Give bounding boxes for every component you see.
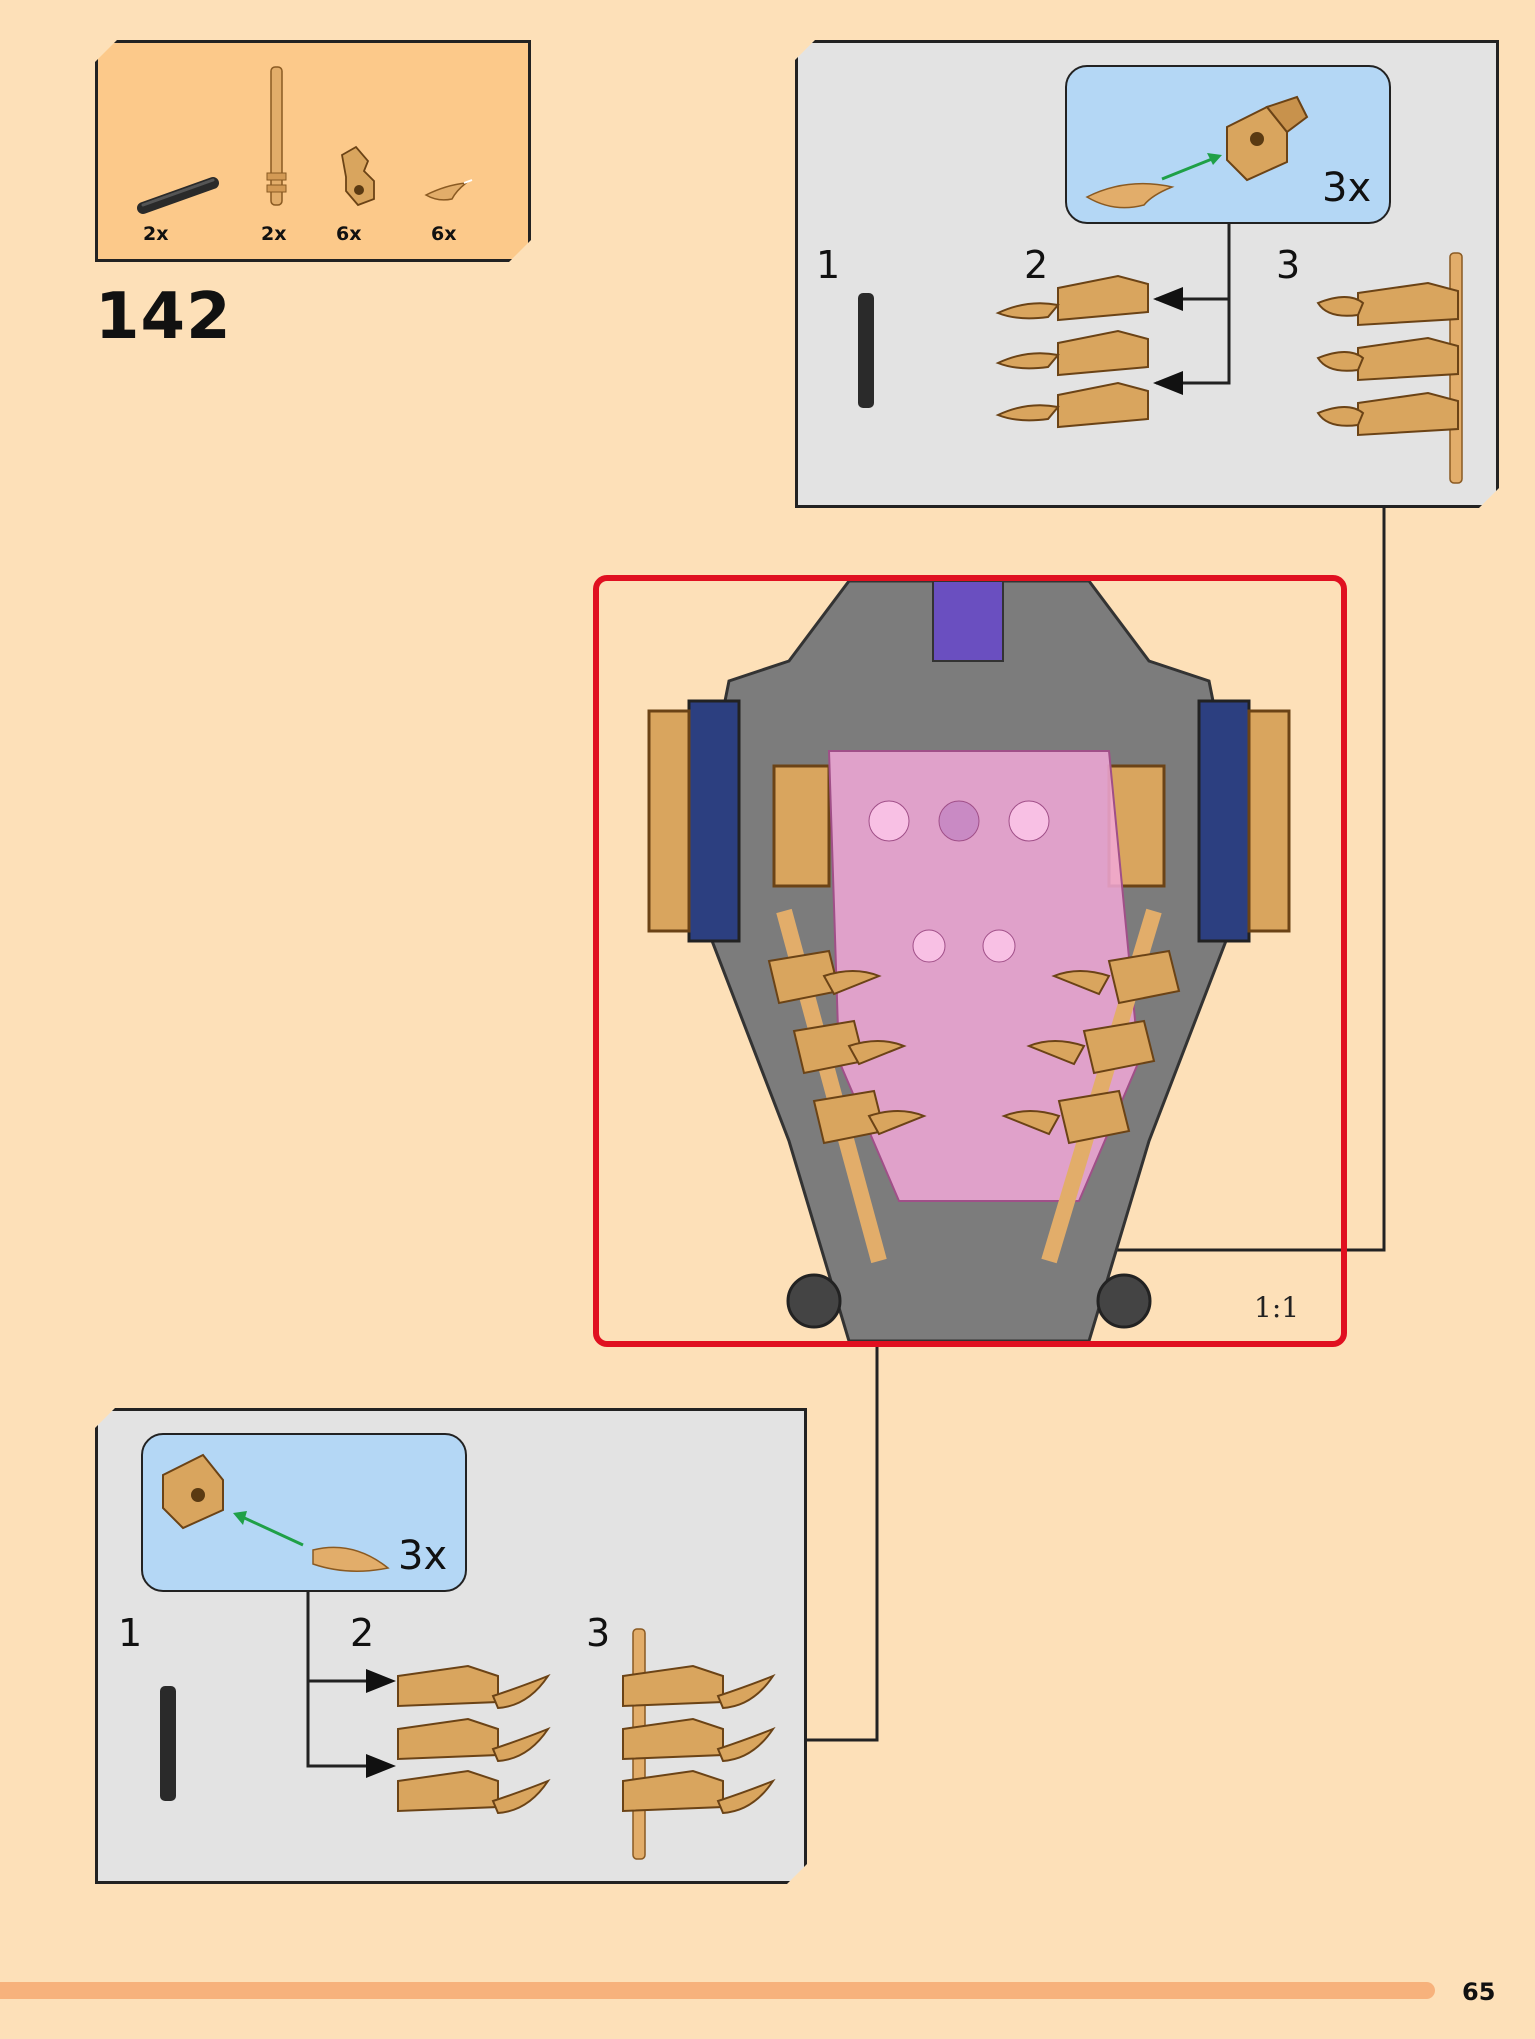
substep-2: 2 [1024, 243, 1049, 287]
subassembly-top-callout: 3x [1065, 65, 1391, 224]
subassembly-top-illustration [798, 43, 1496, 505]
clip-part-icon [342, 147, 374, 205]
bar-part-icon [267, 67, 286, 205]
callout-count: 3x [1322, 165, 1372, 211]
subassembly-bottom-callout: 3x [141, 1433, 467, 1592]
scale-label: 1:1 [1254, 1291, 1300, 1324]
tooth-attach-illustration-bottom [143, 1435, 465, 1590]
substep-3: 3 [1276, 243, 1301, 287]
parts-illustration [98, 43, 528, 259]
page-progress-bar [0, 1982, 1435, 1999]
substep-1-bottom: 1 [118, 1611, 143, 1655]
axle-part-icon [143, 180, 213, 208]
main-model-frame: 1:1 [593, 575, 1347, 1347]
subassembly-top-panel: 3x 1 2 3 [795, 40, 1499, 508]
substep-2-bottom: 2 [350, 1611, 375, 1655]
tooth-attach-illustration [1067, 67, 1389, 222]
step-number: 142 [95, 280, 232, 354]
callout-count-bottom: 3x [398, 1533, 448, 1579]
subassembly-bottom-panel: 3x 1 2 3 [95, 1408, 807, 1884]
substep-3-bottom: 3 [586, 1611, 611, 1655]
substep-1: 1 [816, 243, 841, 287]
part-qty-tooth: 6x [431, 223, 457, 245]
subassembly-bottom-illustration [98, 1411, 804, 1881]
tooth-part-icon [426, 180, 472, 200]
part-qty-bar: 2x [261, 223, 287, 245]
model-illustration [647, 581, 1291, 1341]
part-qty-axle: 2x [143, 223, 169, 245]
part-qty-clip: 6x [336, 223, 362, 245]
parts-list-box: 2x 2x 6x 6x [95, 40, 531, 262]
page-number: 65 [1462, 1978, 1496, 2006]
